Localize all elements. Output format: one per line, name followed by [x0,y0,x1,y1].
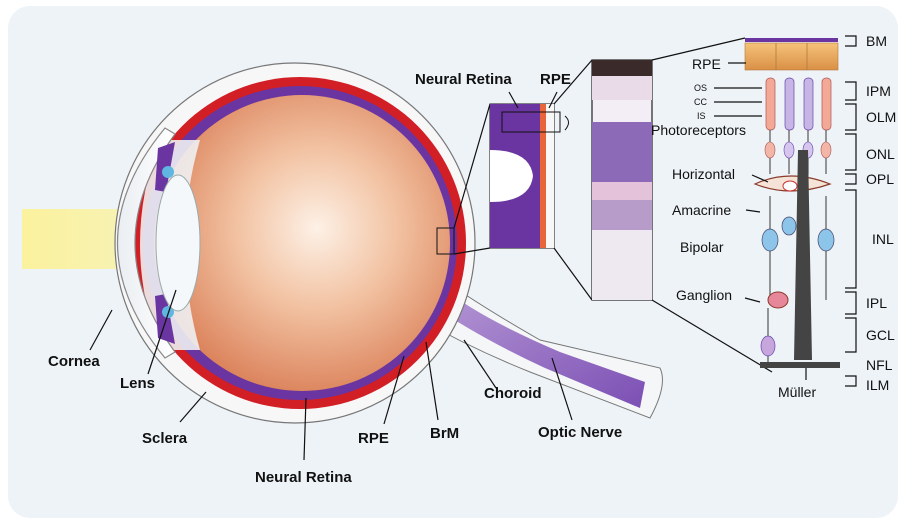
label-fovea: Fovea [493,169,527,183]
label-rpe: RPE [358,430,389,447]
label-sclera: Sclera [142,430,188,447]
label-muller: Müller [778,384,816,400]
layer-label-ipm: IPM [866,83,891,99]
label-bipolar: Bipolar [680,239,724,255]
layer-label-ilm: ILM [866,377,889,393]
label-inset-neural-retina: Neural Retina [415,71,512,88]
label-cc: CC [694,97,707,107]
histology-inset [592,60,652,300]
layer-label-inl: INL [872,231,894,247]
label-optic-nerve: Optic Nerve [538,424,622,441]
lens-shape [156,175,200,311]
label-is: IS [697,111,706,121]
label-photoreceptors: Photoreceptors [651,122,746,138]
label-inset-rpe: RPE [540,71,571,88]
layer-label-bm: BM [866,33,887,49]
label-os: OS [694,83,707,93]
label-cornea: Cornea [48,353,100,370]
layer-label-olm: OLM [866,109,896,125]
layer-label-gcl: GCL [866,327,895,343]
layer-label-opl: OPL [866,171,894,187]
label-cell-rpe: RPE [692,56,721,72]
label-neural-retina: Neural Retina [255,469,352,486]
label-lens: Lens [120,375,155,392]
label-choroid: Choroid [484,385,542,402]
label-horizontal: Horizontal [672,166,735,182]
label-ganglion: Ganglion [676,287,732,303]
layer-label-onl: ONL [866,146,895,162]
layer-label-ipl: IPL [866,295,887,311]
label-brm: BrM [430,425,459,442]
label-amacrine: Amacrine [672,202,731,218]
ciliary-top [162,166,174,178]
layer-label-nfl: NFL [866,357,893,373]
